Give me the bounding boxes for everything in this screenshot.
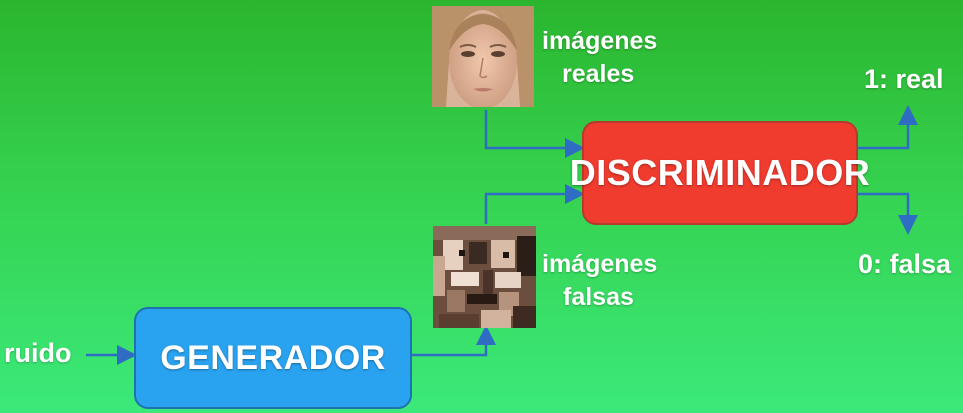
discriminator-label: DISCRIMINADOR: [569, 152, 871, 193]
real-images-label-line1: imágenes: [542, 27, 658, 55]
fake-face-image: [433, 226, 536, 328]
output-real-label: 1: real: [864, 64, 944, 94]
real-images-label-line2: reales: [562, 60, 635, 88]
noise-input-label: ruido: [4, 338, 72, 368]
real-face-image: [432, 6, 534, 107]
generator-box: GENERADOR: [134, 307, 412, 409]
output-fake-label: 0: falsa: [858, 249, 952, 279]
arrow-fake-to-discriminador: [484, 184, 585, 224]
fake-images-label-line1: imágenes: [542, 250, 658, 278]
arrow-discriminador-to-real: [856, 105, 918, 150]
generator-label: GENERADOR: [160, 338, 386, 377]
arrow-real-to-discriminador: [484, 110, 585, 158]
fake-images-label-line2: falsas: [563, 283, 634, 311]
arrow-discriminador-to-falsa: [856, 192, 918, 235]
discriminator-box: DISCRIMINADOR: [570, 121, 870, 225]
arrow-generador-to-fake: [408, 325, 496, 357]
